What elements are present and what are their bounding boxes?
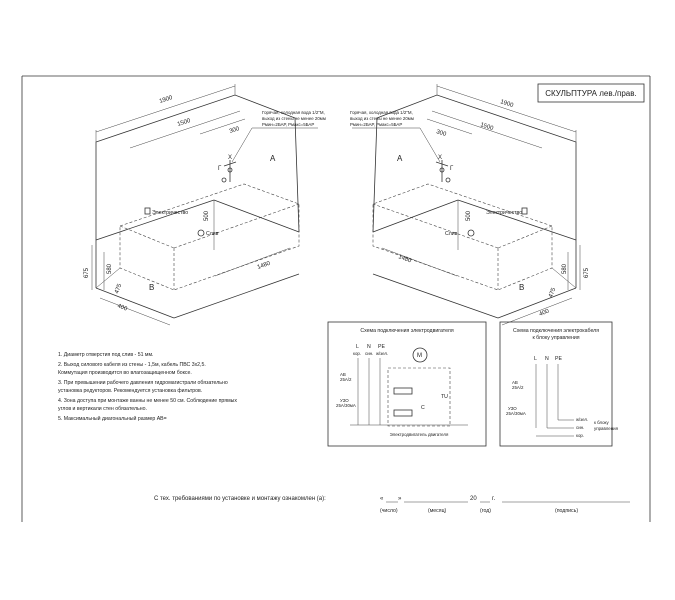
motor-uzo: УЗО: [340, 398, 349, 403]
control-cable-scheme: Схема подключения электрокабеля к блоку …: [499, 321, 619, 447]
right-dim-1900: 1900: [499, 99, 514, 109]
right-dim-580: 580: [562, 263, 568, 274]
note-line-2: 2. Выход силового кабеля из стены - 1,5м…: [58, 362, 206, 368]
right-callout-line-3: Pмин=2БАР, Pмакс=5БАР: [350, 122, 402, 127]
note-line-6: 4. Зона доступа при монтаже ванны не мен…: [58, 398, 237, 404]
left-point-b: B: [149, 283, 154, 292]
control-label-pe: PE: [555, 356, 562, 362]
motor-label-pe: PE: [378, 344, 385, 350]
left-callout-line-2: выход из стены не менее 20мм: [262, 116, 326, 121]
left-dim-475: 475: [114, 283, 123, 295]
control-scheme-title-2: к блоку управления: [532, 335, 579, 341]
left-dim-1480: 1480: [257, 260, 272, 270]
signature-sign-caption: (подпись): [555, 508, 578, 514]
control-label-l: L: [534, 356, 537, 362]
right-label-drain: Слив: [445, 231, 458, 237]
right-dim-1500: 1500: [479, 122, 494, 132]
left-callout-line-3: Pмин=2БАР, Pмакс=5БАР: [262, 122, 314, 127]
signature-quote-close: »: [398, 496, 402, 502]
motor-label-l: L: [356, 344, 359, 350]
right-callout-line-1: Горячая, холодная вода 1/2"M,: [350, 110, 413, 115]
control-wire-blue: син.: [576, 425, 584, 430]
right-dim-300: 300: [435, 129, 447, 138]
left-dim-580: 580: [107, 263, 113, 274]
motor-capacitor-c: C: [421, 405, 425, 411]
left-dim-675: 675: [84, 267, 90, 278]
left-dim-1500: 1500: [177, 118, 192, 128]
signature-year-caption: (год): [480, 508, 491, 514]
right-dim-400: 400: [539, 308, 551, 318]
right-isometric-view: 1900 1500 300 675 580 500 1480 400 475 A…: [350, 84, 590, 326]
right-point-a: A: [397, 154, 403, 163]
signature-year-prefix: 20: [470, 496, 477, 502]
motor-uzo-value: 25А/30мА: [336, 403, 356, 408]
motor-label-n: N: [367, 344, 371, 350]
motor-label-l-sub: кор.: [353, 351, 361, 356]
left-label-electricity: Электричество: [152, 210, 188, 216]
motor-label-n-sub: син.: [365, 351, 373, 356]
control-label-n: N: [545, 356, 549, 362]
control-wire-green: ж/зел.: [576, 417, 588, 422]
right-dim-675: 675: [584, 267, 590, 278]
left-point-a: A: [270, 154, 276, 163]
right-point-b: B: [519, 283, 524, 292]
acknowledgement-signature: С тех. требованиями по установке и монта…: [154, 496, 630, 514]
note-line-5: установка редукторов. Рекомендуется уста…: [58, 388, 202, 394]
control-wire-brown: кор.: [576, 433, 584, 438]
left-isometric-view: 1900 1500 300 675 580 500 1480 400 475 A…: [84, 84, 326, 326]
title-block: СКУЛЬПТУРА лев./прав.: [537, 83, 645, 103]
left-label-x: Х: [228, 155, 232, 161]
right-dim-475: 475: [548, 287, 557, 299]
signature-quote-open: «: [380, 496, 384, 502]
right-label-g: Г: [450, 166, 454, 172]
control-breaker-ab: АВ: [512, 380, 518, 385]
note-line-3: Коммутация производится во влагозащищенн…: [58, 370, 192, 376]
right-dim-500: 500: [466, 210, 472, 221]
note-line-8: 5. Максимальный диагональный размер АВ=: [58, 415, 167, 422]
note-line-1: 1. Диаметр отверстия под слив - 51 мм.: [58, 352, 154, 358]
left-dim-500: 500: [204, 210, 210, 221]
motor-breaker-ab: АВ: [340, 372, 346, 377]
left-dim-1900: 1900: [159, 95, 174, 105]
right-label-x: Х: [438, 155, 442, 161]
right-callout-line-2: выход из стены не менее 20мм: [350, 116, 414, 121]
left-label-drain: Слив: [206, 231, 219, 237]
left-label-g: Г: [218, 166, 222, 172]
installation-notes: 1. Диаметр отверстия под слив - 51 мм. 2…: [58, 352, 237, 422]
acknowledgement-text: С тех. требованиями по установке и монта…: [154, 496, 326, 502]
motor-thermal-tu: TU: [441, 394, 448, 400]
signature-month-caption: (месяц): [428, 508, 447, 514]
motor-scheme-title: Схема подключения электродвигателя: [360, 328, 453, 334]
motor-label-pe-sub: ж/зел.: [376, 351, 388, 356]
motor-wiring-scheme: Схема подключения электродвигателя L N P…: [327, 321, 487, 447]
signature-year-suffix: г.: [492, 496, 495, 502]
control-scheme-title-1: Схема подключения электрокабеля: [513, 328, 599, 334]
title-block-text: СКУЛЬПТУРА лев./прав.: [545, 89, 636, 98]
motor-box-label: Электродвигатель двигателя: [390, 432, 449, 437]
left-callout-line-1: Горячая, холодная вода 1/2"M,: [262, 110, 325, 115]
right-label-electricity: Электричество: [486, 210, 522, 216]
control-to-block-1: к блоку: [594, 420, 609, 425]
control-breaker-ab-value: 25А/2: [512, 385, 524, 390]
signature-day-caption: (число): [380, 508, 398, 514]
note-line-4: 3. При превышении рабочего давления гидр…: [58, 380, 228, 386]
motor-breaker-ab-value: 25А/2: [340, 377, 352, 382]
control-uzo: УЗО: [508, 406, 517, 411]
control-uzo-value: 25А/30мА: [506, 411, 526, 416]
note-line-7: углов и вертикали стен обязательно.: [58, 406, 147, 412]
left-dim-400: 400: [116, 303, 128, 313]
left-dim-300: 300: [229, 126, 241, 135]
right-dim-1480: 1480: [397, 254, 412, 264]
motor-symbol-m: M: [417, 353, 422, 359]
control-to-block-2: управления: [594, 426, 619, 431]
drawing-frame: [21, 75, 651, 522]
